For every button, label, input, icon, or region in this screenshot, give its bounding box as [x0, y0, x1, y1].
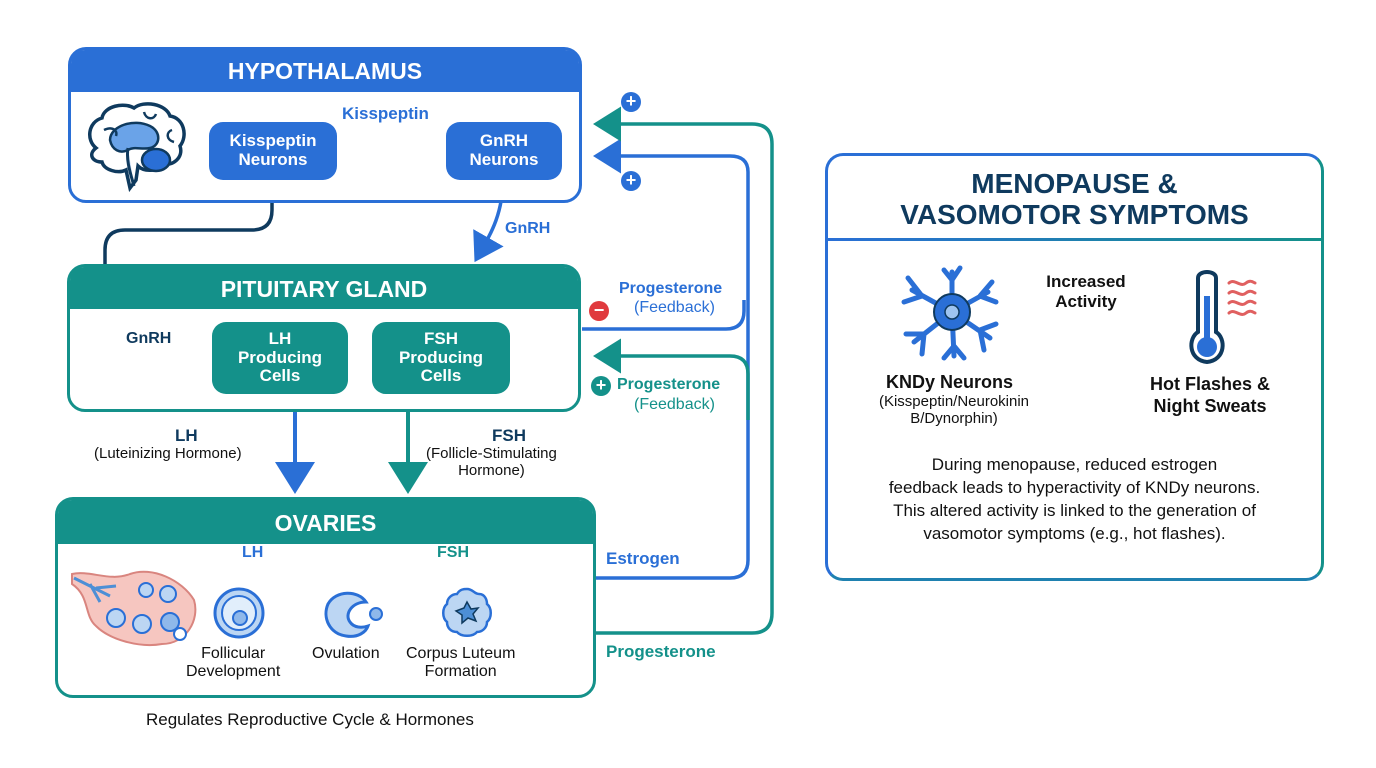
lh-hormone-title: LH [175, 426, 198, 445]
positive-feedback-title: Progesterone [617, 376, 721, 393]
kndy-neurons-title: KNDy Neurons [886, 372, 1014, 392]
menopause-panel [825, 153, 1324, 581]
menopause-divider [828, 238, 1321, 241]
positive-feedback-badge-progesterone-icon: + [621, 171, 641, 191]
kisspeptin-label: Kisspeptin [342, 104, 429, 123]
ovaries-caption: Regulates Reproductive Cycle & Hormones [146, 710, 474, 729]
positive-feedback-badge-estrogen-icon: + [621, 92, 641, 112]
ovaries-title: OVARIES [58, 500, 593, 544]
positive-feedback-sub: (Feedback) [634, 396, 715, 413]
estrogen-label: Estrogen [606, 549, 680, 568]
menopause-description: During menopause, reduced estrogen feedb… [888, 455, 1261, 543]
fsh-hormone-title: FSH [492, 426, 526, 445]
positive-feedback-badge-pituitary-icon: + [591, 376, 611, 396]
stage-follicular-development: Follicular Development [186, 645, 281, 681]
pituitary-title: PITUITARY GLAND [70, 267, 578, 309]
fsh-producing-cells-node: FSH Producing Cells [372, 322, 510, 394]
negative-feedback-line [582, 300, 746, 331]
corpus-luteum-icon [442, 587, 492, 637]
hot-flashes-label: Hot Flashes & Night Sweats [1149, 374, 1271, 416]
ovaries-fsh-label: FSH [437, 544, 469, 561]
ovulation-icon [324, 591, 383, 638]
stage-corpus-luteum-formation: Corpus Luteum Formation [406, 645, 516, 681]
heat-waves-icon [1227, 279, 1257, 316]
gnrh-label-hypothalamus: GnRH [505, 220, 551, 237]
kndy-neurons-sub: (Kisspeptin/Neurokinin B/Dynorphin) [878, 393, 1030, 428]
negative-feedback-title: Progesterone [619, 280, 723, 297]
lh-hormone-sub: (Luteinizing Hormone) [94, 445, 242, 462]
thermometer-icon [1189, 270, 1225, 365]
gnrh-label-pituitary: GnRH [126, 330, 172, 347]
progesterone-label: Progesterone [606, 642, 716, 661]
kndy-neuron-icon [901, 265, 999, 361]
gnrh-neurons-node: GnRH Neurons [446, 122, 562, 180]
ovary-illustration-icon [71, 570, 197, 646]
ovaries-lh-label: LH [242, 544, 264, 561]
estrogen-feedback-loop [593, 138, 750, 580]
fsh-hormone-sub: (Follicle-Stimulating Hormone) [426, 445, 557, 480]
menopause-title: MENOPAUSE & VASOMOTOR SYMPTOMS [900, 168, 1249, 231]
kisspeptin-neurons-node: Kisspeptin Neurons [209, 122, 337, 180]
follicle-icon [213, 587, 265, 639]
negative-feedback-badge-icon: − [589, 301, 609, 321]
hypothalamus-title: HYPOTHALAMUS [71, 50, 579, 92]
increased-activity-label: Increased Activity [1046, 272, 1126, 312]
brain-icon [88, 102, 186, 192]
lh-producing-cells-node: LH Producing Cells [212, 322, 348, 394]
stage-ovulation: Ovulation [312, 645, 380, 662]
positive-feedback-loop [593, 338, 750, 420]
negative-feedback-sub: (Feedback) [634, 299, 715, 316]
progesterone-feedback-loop [593, 106, 774, 635]
